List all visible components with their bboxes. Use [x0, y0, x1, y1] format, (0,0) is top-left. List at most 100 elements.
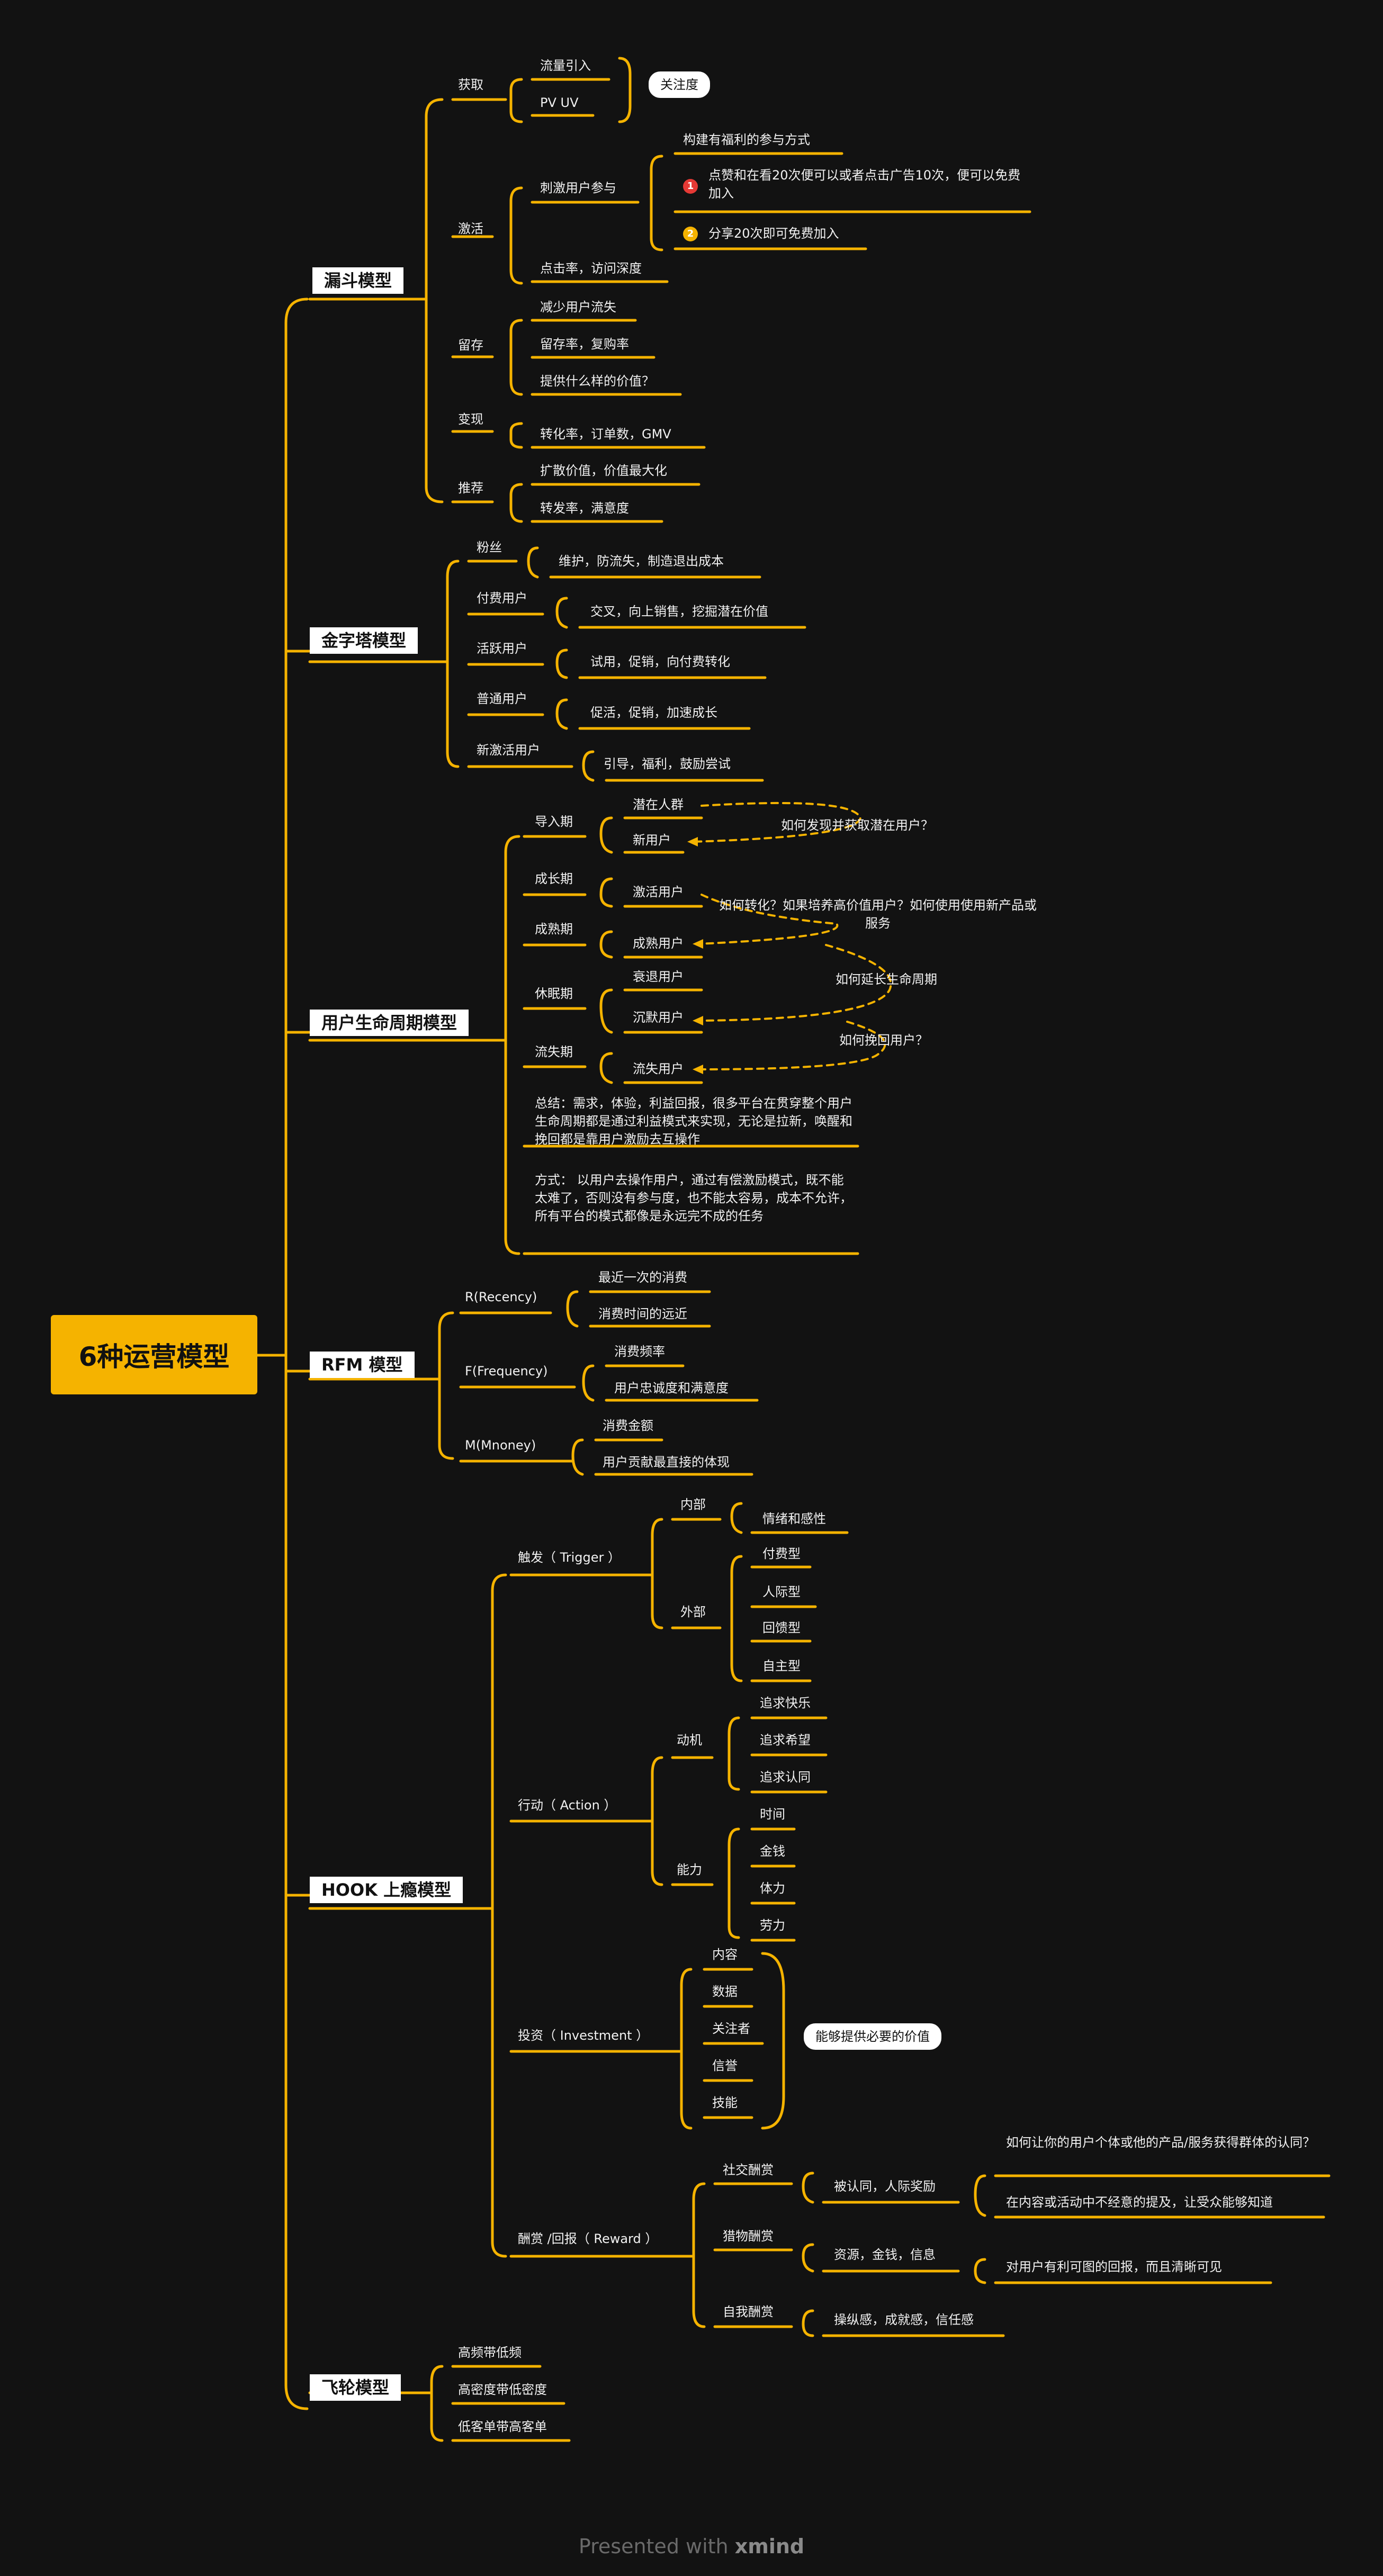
funnel-jianshao[interactable]: 减少用户流失: [540, 300, 616, 314]
lc-method[interactable]: 方式： 以用户去操作用户，通过有偿激励模式，既不能太难了，否则没有参与度，也不能…: [535, 1173, 852, 1223]
funnel-tuijian[interactable]: 推荐: [458, 481, 483, 496]
hook-shuju[interactable]: 数据: [712, 1984, 738, 1999]
lc-chengshu[interactable]: 成熟期: [535, 922, 573, 936]
lc-summary[interactable]: 总结：需求，体验，利益回报，很多平台在贯穿整个用户生命周期都是通过利益模式来实现…: [535, 1096, 852, 1147]
rfm-m[interactable]: M(Mnoney): [465, 1438, 536, 1453]
hook-neibu[interactable]: 内部: [680, 1497, 706, 1512]
funnel-tigong[interactable]: 提供什么样的价值？: [540, 374, 654, 389]
hook-xinyu[interactable]: 信誉: [712, 2058, 738, 2073]
pyramid-yindao[interactable]: 引导，福利，鼓励尝试: [604, 756, 731, 771]
note-guanzhu[interactable]: 关注度: [649, 71, 710, 98]
funnel-ciji[interactable]: 刺激用户参与: [540, 181, 616, 195]
rfm-m2[interactable]: 用户贡献最直接的体现: [603, 1455, 730, 1470]
lc-liushi[interactable]: 流失期: [535, 1044, 573, 1059]
hook-ziwo[interactable]: 自我酬赏: [723, 2304, 774, 2319]
hook-dongji[interactable]: 动机: [677, 1733, 702, 1748]
hook-renji[interactable]: 人际型: [762, 1584, 801, 1599]
pyramid-fensi[interactable]: 粉丝: [477, 540, 502, 555]
hook-waibu[interactable]: 外部: [680, 1605, 706, 1619]
rfm-f1[interactable]: 消费频率: [614, 1344, 665, 1359]
flywheel-c[interactable]: 低客单带高客单: [458, 2419, 547, 2434]
rfm-m1[interactable]: 消费金额: [603, 1418, 653, 1433]
rfm-r2[interactable]: 消费时间的远近: [598, 1307, 687, 1321]
hook-trigger[interactable]: 触发（ Trigger ）: [518, 1550, 621, 1565]
hook-investment[interactable]: 投资（ Investment ）: [518, 2028, 649, 2043]
hook-renke[interactable]: 追求认同: [760, 1770, 811, 1785]
funnel-pvuv[interactable]: PV UV: [540, 95, 579, 110]
hook-fufeixing[interactable]: 付费型: [762, 1546, 801, 1561]
funnel-liuliang[interactable]: 流量引入: [540, 58, 591, 73]
hook-caozong[interactable]: 操纵感，成就感，信任感: [834, 2312, 974, 2327]
funnel-dianji[interactable]: 点击率，访问深度: [540, 261, 642, 276]
pyramid-fufei[interactable]: 付费用户: [477, 591, 527, 606]
pyramid-cuhuo[interactable]: 促活，促销，加速成长: [590, 705, 717, 720]
hook-laoli[interactable]: 劳力: [760, 1918, 785, 1933]
model-lifecycle[interactable]: 用户生命周期模型: [310, 1010, 469, 1036]
model-flywheel[interactable]: 飞轮模型: [310, 2374, 401, 2401]
hook-jinqian[interactable]: 金钱: [760, 1844, 785, 1859]
hook-liewu[interactable]: 猎物酬赏: [723, 2229, 774, 2244]
hook-sj1[interactable]: 如何让你的用户个体或他的产品/服务获得群体的认同？: [1006, 2135, 1316, 2150]
lc-daoru[interactable]: 导入期: [535, 814, 573, 829]
funnel-liucunlv[interactable]: 留存率，复购率: [540, 337, 629, 352]
hook-shejiao[interactable]: 社交酬赏: [723, 2163, 774, 2177]
hook-ziyuan[interactable]: 资源，金钱，信息: [834, 2247, 936, 2262]
hook-sj2[interactable]: 在内容或活动中不经意的提及，让受众能够知道: [1006, 2195, 1273, 2210]
pyramid-shiyong[interactable]: 试用，促销，向付费转化: [590, 654, 730, 669]
note-invest-value[interactable]: 能够提供必要的价值: [804, 2023, 941, 2050]
lc-question-1[interactable]: 如何发现并获取潜在用户？: [781, 818, 933, 833]
flywheel-b[interactable]: 高密度带低密度: [458, 2382, 547, 2397]
model-funnel[interactable]: 漏斗模型: [312, 267, 404, 294]
pyramid-weihu[interactable]: 维护，防流失，制造退出成本: [559, 554, 724, 569]
hook-guanzhuzhe[interactable]: 关注者: [712, 2021, 750, 2036]
lc-chengshuyonghu[interactable]: 成熟用户: [633, 936, 684, 951]
funnel-item2[interactable]: 分享20次即可免费加入: [708, 226, 839, 241]
hook-action[interactable]: 行动（ Action ）: [518, 1798, 617, 1813]
rfm-f[interactable]: F(Frequency): [465, 1364, 548, 1379]
hook-neirong[interactable]: 内容: [712, 1947, 738, 1962]
lc-xinyonghu[interactable]: 新用户: [633, 833, 671, 848]
hook-nengli[interactable]: 能力: [677, 1862, 702, 1877]
funnel-bianxian[interactable]: 变现: [458, 412, 483, 427]
rfm-f2[interactable]: 用户忠诚度和满意度: [614, 1381, 729, 1395]
funnel-huoqu[interactable]: 获取: [458, 77, 483, 92]
lc-chenmo[interactable]: 沉默用户: [633, 1010, 684, 1025]
lc-jihuoyonghu[interactable]: 激活用户: [633, 885, 684, 899]
funnel-kuosan[interactable]: 扩散价值，价值最大化: [540, 463, 667, 478]
funnel-jihuo[interactable]: 激活: [458, 221, 483, 236]
rfm-r1[interactable]: 最近一次的消费: [598, 1270, 687, 1285]
rfm-r[interactable]: R(Recency): [465, 1290, 537, 1304]
funnel-item1[interactable]: 点赞和在看20次便可以或者点击广告10次，便可以免费加入: [708, 168, 1021, 201]
funnel-goujian[interactable]: 构建有福利的参与方式: [683, 132, 810, 147]
hook-reward[interactable]: 酬赏 /回报（ Reward ）: [518, 2231, 658, 2246]
lc-chengzhang[interactable]: 成长期: [535, 871, 573, 886]
hook-huikui[interactable]: 回馈型: [762, 1620, 801, 1635]
hook-tili[interactable]: 体力: [760, 1881, 785, 1896]
hook-shijian[interactable]: 时间: [760, 1807, 785, 1822]
hook-beirenke[interactable]: 被认同，人际奖励: [834, 2179, 936, 2194]
pyramid-putong[interactable]: 普通用户: [477, 691, 527, 706]
lc-xiumian[interactable]: 休眠期: [535, 986, 573, 1001]
lc-question-3[interactable]: 如何延长生命周期: [836, 972, 937, 987]
pyramid-huoyue[interactable]: 活跃用户: [477, 641, 527, 656]
lc-shuaitui[interactable]: 衰退用户: [633, 969, 684, 984]
lc-qianzai[interactable]: 潜在人群: [633, 797, 684, 812]
model-rfm[interactable]: RFM 模型: [310, 1352, 415, 1378]
funnel-zhuanhua[interactable]: 转化率，订单数，GMV: [540, 427, 671, 442]
root-topic[interactable]: 6种运营模型: [51, 1315, 257, 1394]
funnel-zhuanfa[interactable]: 转发率，满意度: [540, 501, 629, 516]
hook-kuaile[interactable]: 追求快乐: [760, 1696, 811, 1710]
hook-lw1[interactable]: 对用户有利可图的回报，而且清晰可见: [1006, 2259, 1222, 2274]
hook-qingxu[interactable]: 情绪和感性: [762, 1511, 826, 1526]
lc-question-2[interactable]: 如何转化？如果培养高价值用户？如何使用使用新产品或服务: [719, 898, 1037, 931]
lc-liushiyonghu[interactable]: 流失用户: [633, 1061, 684, 1076]
hook-jineng[interactable]: 技能: [712, 2095, 738, 2110]
flywheel-a[interactable]: 高频带低频: [458, 2345, 522, 2360]
pyramid-jiaocha[interactable]: 交叉，向上销售，挖掘潜在价值: [590, 604, 768, 619]
lc-question-4[interactable]: 如何挽回用户？: [839, 1033, 928, 1048]
model-pyramid[interactable]: 金字塔模型: [310, 627, 418, 654]
funnel-liucun[interactable]: 留存: [458, 338, 483, 353]
pyramid-xinjihuo[interactable]: 新激活用户: [477, 743, 540, 758]
model-hook[interactable]: HOOK 上瘾模型: [310, 1877, 463, 1903]
hook-xiwang[interactable]: 追求希望: [760, 1733, 811, 1748]
